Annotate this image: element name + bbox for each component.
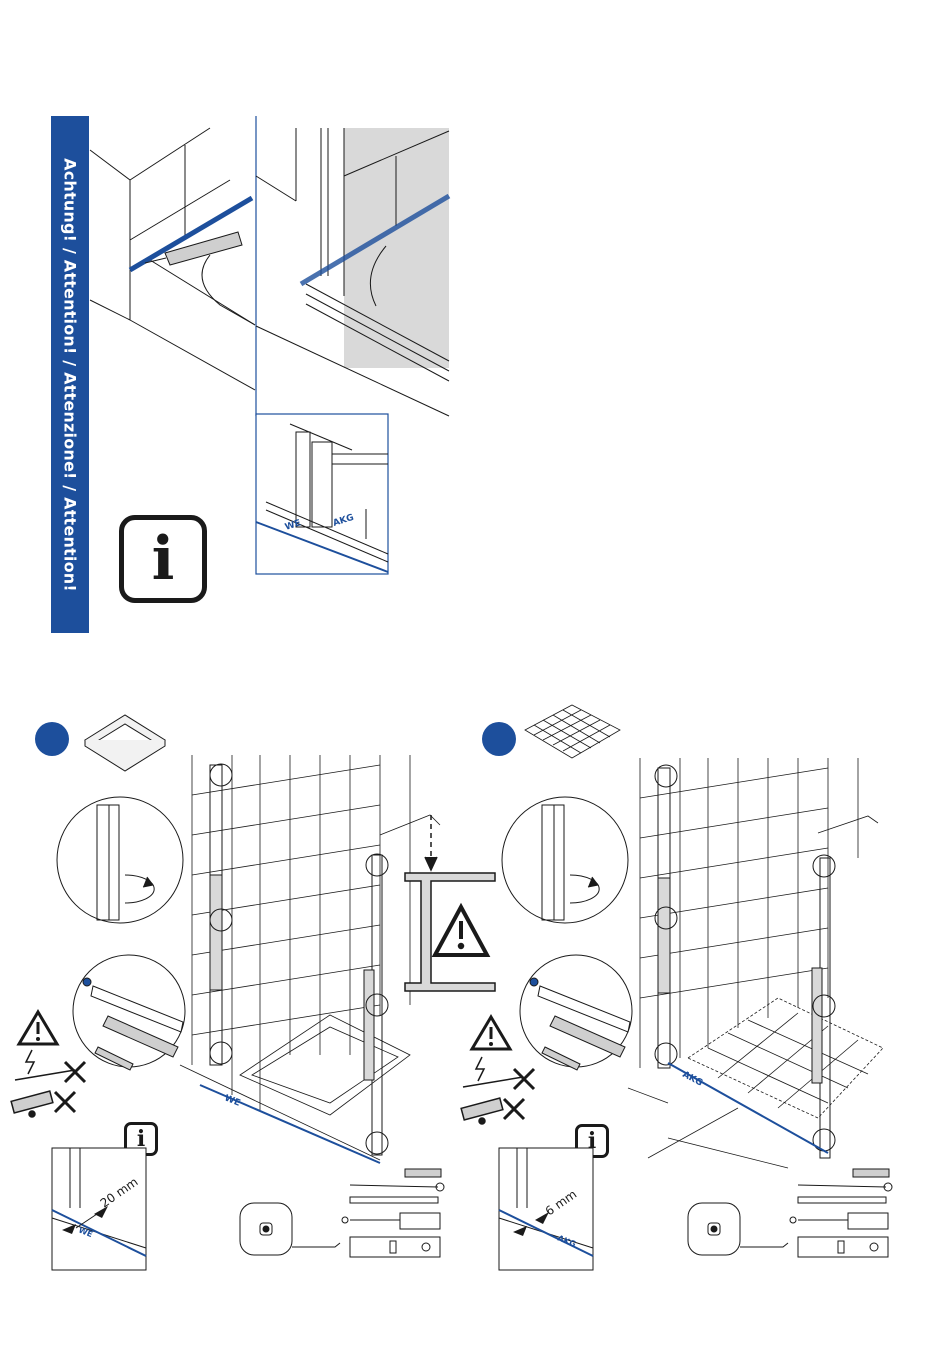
gap-dimension-detail-left: 20 mm WE xyxy=(52,1148,146,1270)
tray-installation-illustration: WE xyxy=(180,755,440,1165)
drilling-detail xyxy=(73,952,185,1070)
profile-rotation-detail xyxy=(55,795,185,925)
seal-detail-box: WE AKG xyxy=(256,414,388,574)
shower-tray-icon xyxy=(85,710,165,770)
warning-triangle-icon-right xyxy=(470,1015,512,1051)
gap-dimension-detail-right: 6 mm AKG xyxy=(499,1148,593,1270)
step-marker-tiled-floor xyxy=(482,722,516,756)
drilling-detail-right xyxy=(520,952,632,1070)
no-electric-drill-icon-right xyxy=(458,1055,536,1127)
silicone-application-illustration xyxy=(90,120,255,400)
tiled-label-akg: AKG xyxy=(681,1070,705,1089)
warning-banner-text: Achtung! / Attention! / Attenzione! / At… xyxy=(61,158,80,592)
profile-warning-diagram xyxy=(403,815,498,993)
tray-label-we: WE xyxy=(223,1094,242,1109)
info-icon: i xyxy=(119,515,207,603)
tiled-floor-icon xyxy=(525,705,620,760)
tiled-floor-installation-illustration: AKG xyxy=(628,758,903,1168)
warning-banner: Achtung! / Attention! / Attenzione! / At… xyxy=(51,116,89,633)
profile-seal-illustration xyxy=(256,116,451,416)
warning-triangle-icon xyxy=(17,1010,59,1046)
step-marker-tray xyxy=(35,722,69,756)
tools-left xyxy=(240,1165,445,1260)
tools-right xyxy=(688,1165,893,1260)
no-electric-drill-icon xyxy=(10,1048,85,1118)
profile-rotation-detail-right xyxy=(500,795,630,925)
